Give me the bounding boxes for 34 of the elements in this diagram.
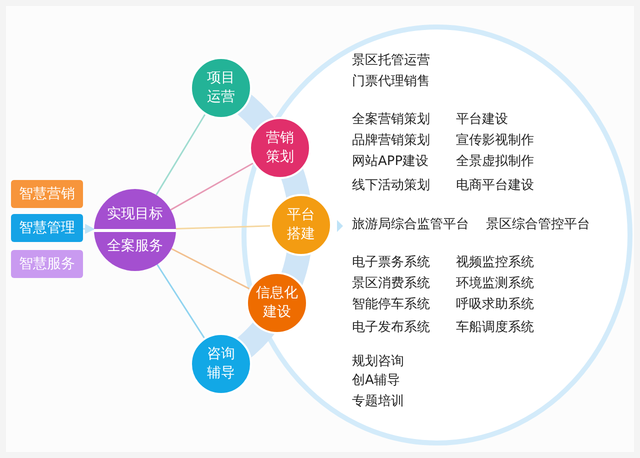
list-item: 旅游局综合监管平台 bbox=[352, 217, 469, 233]
tag-box: 智慧管理 bbox=[11, 214, 83, 242]
list-item: 车船调度系统 bbox=[456, 320, 534, 336]
connector-line bbox=[156, 264, 205, 338]
list-item: 规划咨询 bbox=[352, 354, 404, 370]
list-item: 景区托管运营 bbox=[352, 53, 430, 69]
list-item: 线下活动策划 bbox=[352, 178, 430, 194]
list-item: 电商平台建设 bbox=[456, 178, 534, 194]
list-item: 环境监测系统 bbox=[456, 276, 534, 292]
connector-line bbox=[176, 225, 270, 230]
list-item: 全案营销策划 bbox=[352, 112, 430, 128]
connector-line bbox=[156, 114, 206, 196]
list-item: 呼吸求助系统 bbox=[456, 297, 534, 313]
tag-box: 智慧营销 bbox=[11, 180, 83, 208]
list-item: 宣传影视制作 bbox=[456, 133, 534, 149]
service-text: 全案服务 bbox=[107, 236, 163, 256]
arrow bbox=[82, 224, 95, 234]
list-item: 品牌营销策划 bbox=[352, 133, 430, 149]
list-item: 视频监控系统 bbox=[456, 255, 534, 271]
list-item: 景区综合管控平台 bbox=[486, 217, 590, 233]
list-item: 专题培训 bbox=[352, 394, 404, 410]
list-item: 平台建设 bbox=[456, 112, 508, 128]
connector-line bbox=[171, 248, 250, 290]
list-item: 创A辅导 bbox=[352, 373, 400, 389]
list-item: 景区消费系统 bbox=[352, 276, 430, 292]
list-item: 全景虚拟制作 bbox=[456, 154, 534, 170]
list-item: 智能停车系统 bbox=[352, 297, 430, 313]
goal-text: 实现目标 bbox=[94, 200, 176, 232]
list-item: 网站APP建设 bbox=[352, 154, 429, 170]
list-item: 门票代理销售 bbox=[352, 74, 430, 90]
list-item: 电子发布系统 bbox=[352, 320, 430, 336]
connector-line bbox=[170, 162, 254, 210]
list-item: 电子票务系统 bbox=[352, 255, 430, 271]
tag-box: 智慧服务 bbox=[11, 250, 83, 278]
